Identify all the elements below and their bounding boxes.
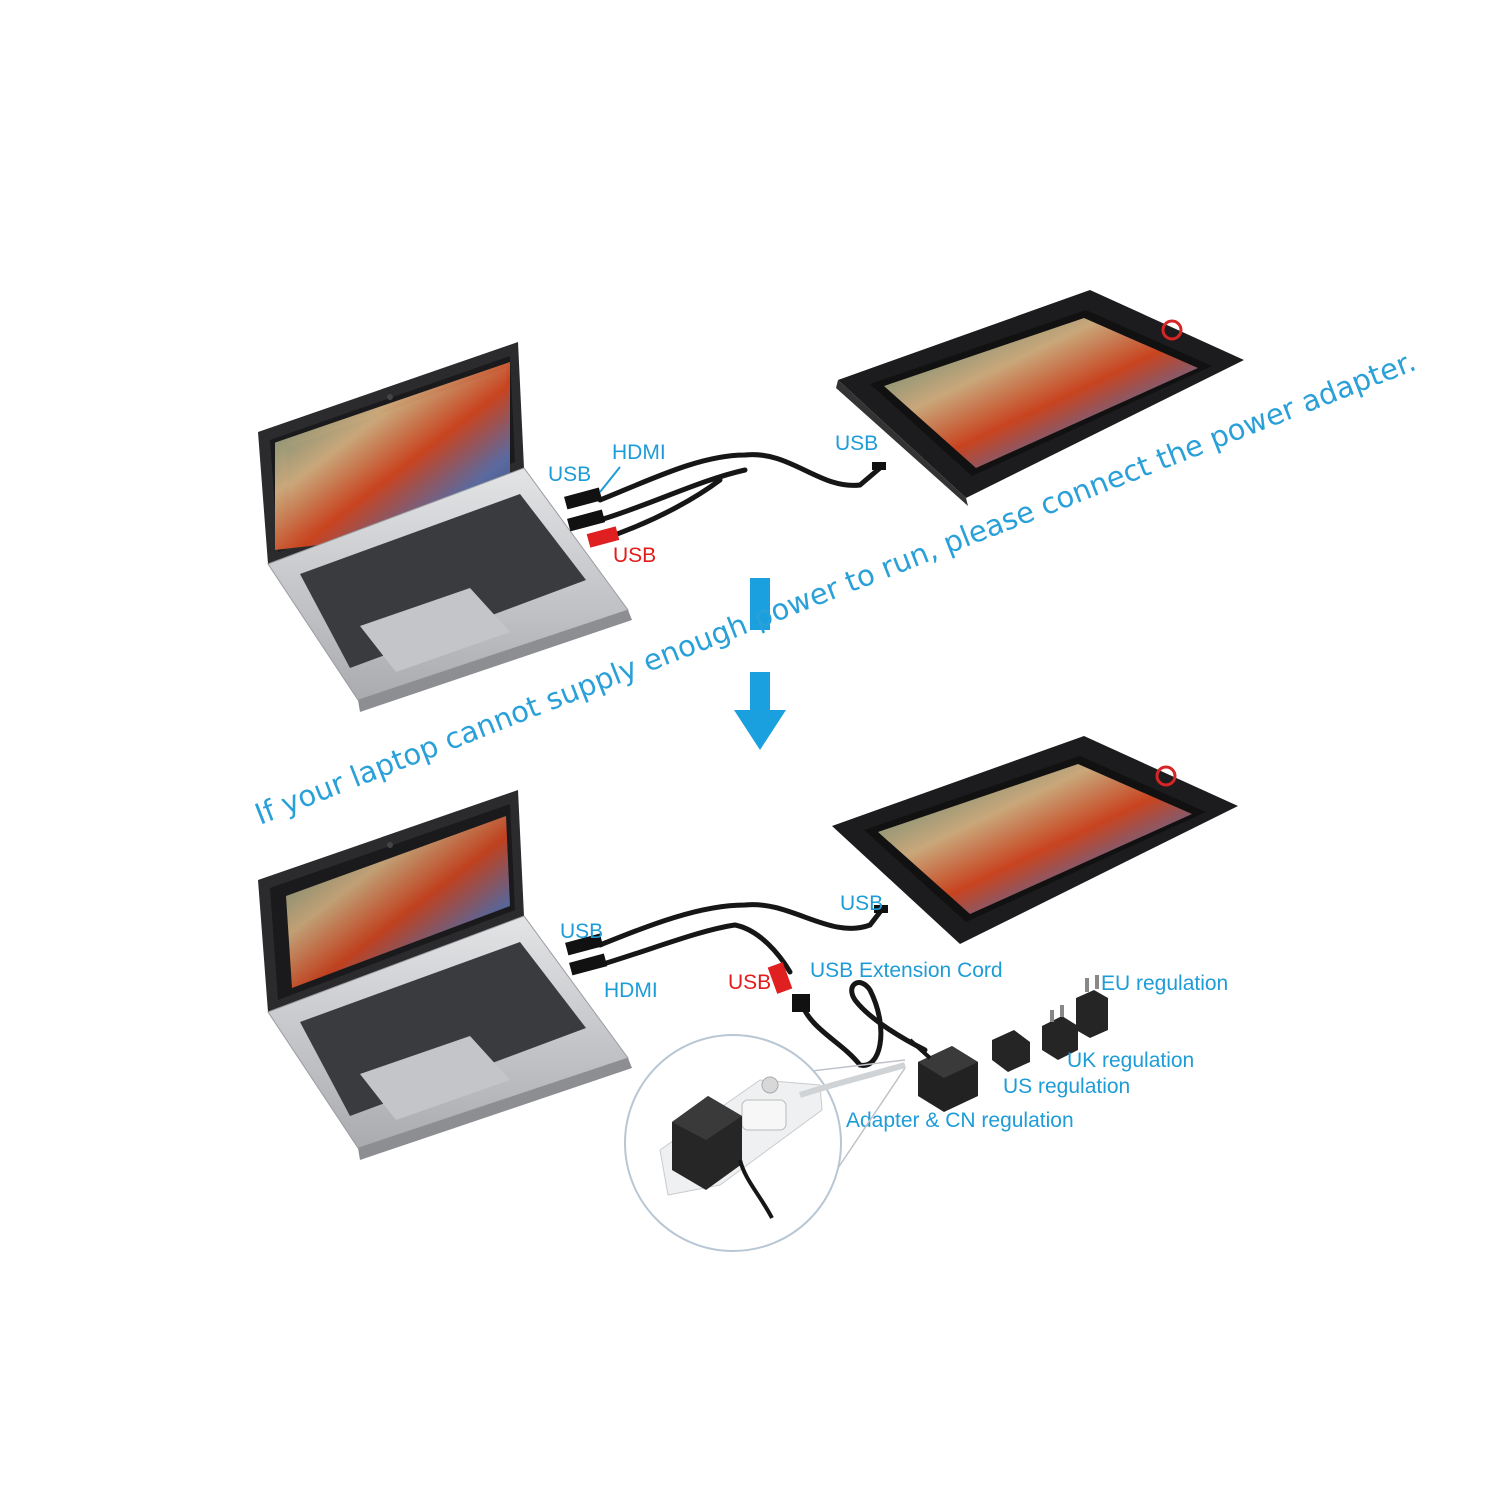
top-connectors (564, 462, 886, 548)
bottom-laptop (258, 790, 632, 1160)
bottom-tablet (832, 736, 1238, 944)
top-red-usb-label: USB (613, 544, 656, 567)
eu-regulation-label: EU regulation (1101, 972, 1228, 995)
top-tablet (836, 290, 1244, 506)
top-tablet-usb-label: USB (835, 432, 878, 455)
us-regulation-label: US regulation (1003, 1075, 1130, 1098)
bottom-tablet-usb-label: USB (840, 892, 883, 915)
top-cables (597, 452, 883, 543)
usb-extension-label: USB Extension Cord (810, 959, 1003, 982)
top-laptop (258, 342, 632, 712)
bottom-red-usb-label: USB (728, 971, 771, 994)
top-usb-label: USB (548, 463, 591, 486)
power-adapter-icon (908, 1038, 978, 1112)
bottom-usb-label: USB (560, 920, 603, 943)
uk-regulation-label: UK regulation (1067, 1049, 1194, 1072)
adapter-cn-label: Adapter & CN regulation (846, 1109, 1074, 1132)
hdmi-pointer (599, 466, 621, 493)
bottom-connectors (565, 905, 888, 1012)
zoom-circle (624, 1034, 906, 1252)
down-arrow-icon (734, 578, 786, 750)
zoom-pointer-line (829, 1067, 906, 1181)
bottom-cables (597, 902, 928, 1068)
bottom-hdmi-label: HDMI (604, 979, 658, 1002)
plug-head-icon (992, 975, 1108, 1072)
top-hdmi-label: HDMI (612, 441, 666, 464)
